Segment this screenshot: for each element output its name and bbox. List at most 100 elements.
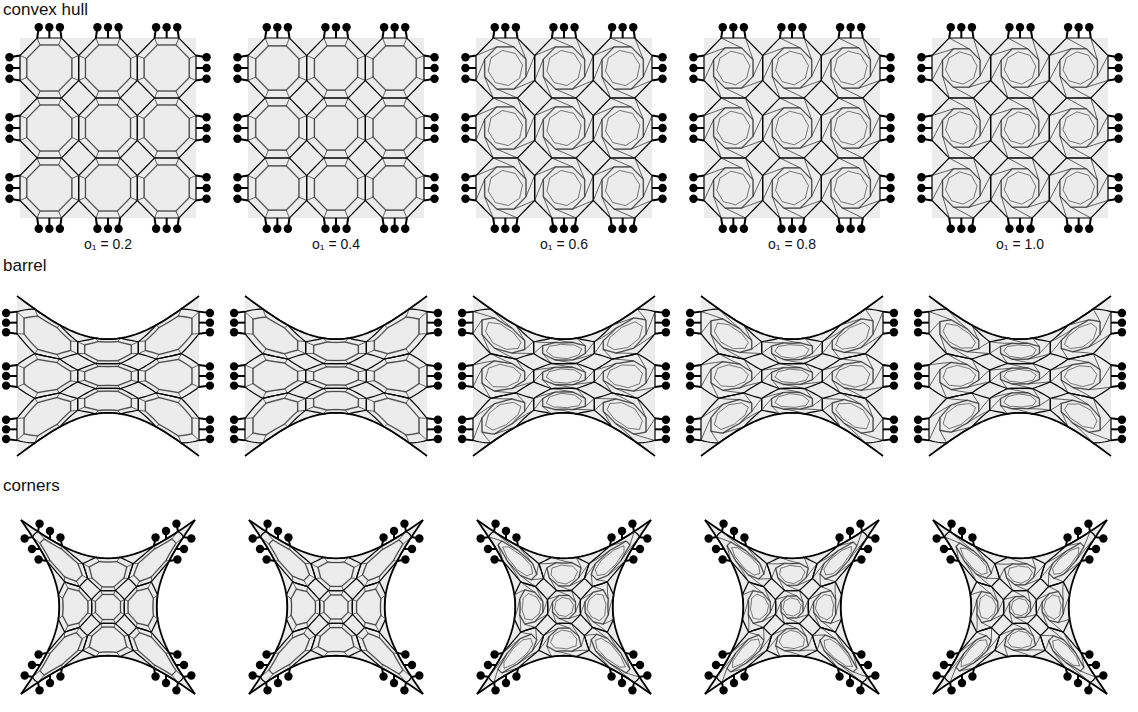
anchor-dot (206, 372, 214, 380)
anchor-dot (202, 113, 210, 121)
lattice-strut (476, 158, 535, 218)
lattice-spoke (543, 600, 548, 613)
lattice-strut (534, 363, 595, 388)
ghost-strut (832, 400, 873, 434)
anchor-dot (434, 416, 442, 424)
lattice-spoke (861, 387, 883, 390)
lattice-spoke (248, 176, 256, 179)
boundary-curve (245, 296, 427, 339)
lattice-strut (546, 393, 581, 407)
lattice-spoke (951, 390, 972, 393)
ghost-strut (314, 46, 357, 90)
lattice-spoke (1091, 158, 1098, 180)
anchor-dot (458, 435, 466, 443)
lattice-strut (362, 633, 402, 673)
lattice-spoke (155, 151, 158, 158)
lattice-spoke (286, 150, 289, 158)
anchor-dot (1118, 318, 1126, 326)
lattice-spoke (991, 49, 1013, 56)
lattice-figure (230, 296, 442, 456)
ghost-strut (711, 319, 752, 353)
lattice-strut (307, 158, 366, 218)
anchor-dot (662, 318, 670, 326)
lattice-strut (138, 354, 199, 399)
lattice-spoke (153, 665, 154, 668)
anchor-dot (434, 372, 442, 380)
lattice-strut (772, 108, 811, 148)
lattice-strut (834, 111, 867, 145)
lattice-strut (534, 388, 595, 414)
lattice-spoke (929, 312, 951, 320)
anchor-dot (1005, 23, 1013, 31)
lattice-spoke (967, 352, 989, 354)
lattice-spoke (353, 600, 357, 602)
lattice-spoke (298, 399, 306, 402)
anchor-dot (415, 534, 423, 542)
lattice-strut (821, 158, 880, 218)
lattice-spoke (954, 207, 974, 218)
ghost-strut (603, 318, 646, 353)
lattice-ground (248, 38, 424, 218)
anchor-dot (233, 195, 241, 203)
lattice-spoke (873, 365, 883, 383)
lattice-strut (991, 98, 1050, 158)
lattice-spoke (943, 136, 950, 158)
lattice-spoke (832, 349, 840, 359)
lattice-strut (603, 318, 646, 353)
ghost-strut (1060, 169, 1098, 207)
lattice-spoke (155, 98, 158, 105)
lattice-spoke (1039, 56, 1050, 76)
lattice-spoke (118, 389, 121, 392)
anchor-dot (321, 225, 329, 233)
lattice-strut (24, 398, 71, 436)
lattice-spoke (35, 354, 38, 360)
lattice-spoke (379, 576, 380, 582)
lattice-strut (145, 398, 192, 436)
anchor-dot (501, 23, 509, 31)
lattice-strut (365, 98, 424, 158)
anchor-dot (662, 381, 670, 389)
lattice-spoke (535, 59, 544, 80)
lattice-strut (83, 623, 133, 656)
lattice-strut (775, 394, 809, 408)
lattice-spoke (503, 639, 520, 653)
lattice-spoke (131, 116, 138, 119)
lattice-strut (991, 158, 1050, 218)
lattice-spoke (873, 312, 883, 335)
lattice-strut (547, 170, 581, 205)
lattice-spoke (719, 309, 740, 329)
lattice-spoke (863, 38, 871, 60)
lattice-strut (763, 38, 822, 98)
lattice-spoke (473, 312, 494, 318)
lattice-spoke (740, 382, 762, 388)
lattice-strut (245, 354, 306, 399)
lattice-strut (775, 345, 809, 359)
lattice-strut (488, 110, 522, 145)
lattice-spoke (419, 333, 427, 334)
anchor-dot (400, 519, 408, 527)
lattice-spoke (973, 158, 980, 180)
lattice-strut (1004, 394, 1037, 407)
lattice-spoke (298, 410, 306, 411)
lattice-spoke (306, 353, 314, 354)
lattice-spoke (949, 158, 969, 169)
lattice-spoke (306, 370, 314, 372)
lattice-ground (932, 38, 1108, 218)
lattice-spoke (973, 38, 980, 60)
lattice-strut (58, 582, 91, 632)
lattice-spoke (261, 670, 270, 677)
ghost-strut (714, 168, 753, 208)
lattice-strut (822, 354, 883, 399)
lattice-spoke (585, 370, 594, 380)
anchor-dot (93, 23, 101, 31)
lattice-spoke (534, 399, 543, 411)
lattice-spoke (101, 590, 103, 594)
lattice-spoke (1049, 169, 1071, 176)
lattice-spoke (248, 56, 256, 59)
lattice-strut (248, 98, 307, 158)
anchor-dot (917, 173, 925, 181)
anchor-dot (917, 124, 925, 132)
anchor-dot (890, 309, 898, 317)
lattice-strut (1001, 343, 1040, 359)
ghost-strut (373, 106, 416, 150)
